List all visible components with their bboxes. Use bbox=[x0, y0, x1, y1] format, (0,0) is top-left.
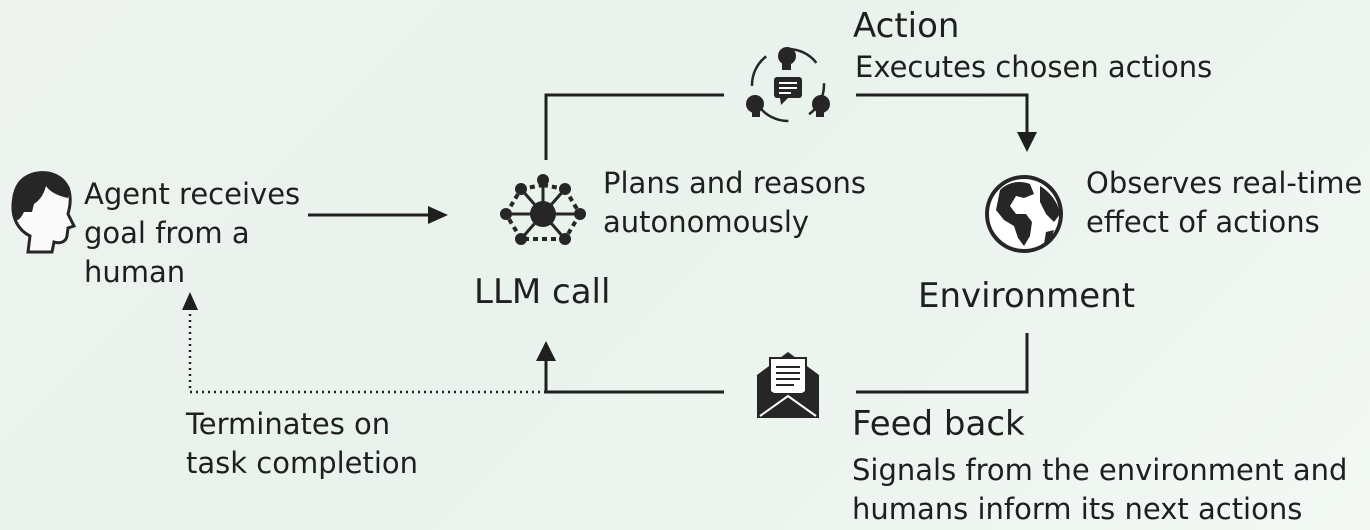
feedback-title: Feed back bbox=[852, 404, 1025, 444]
environment-to-feedback-connector bbox=[856, 333, 1029, 394]
open-envelope-icon bbox=[757, 352, 819, 418]
arrowhead-environment-input bbox=[1017, 132, 1037, 152]
termination-dotted-arrow bbox=[188, 310, 546, 394]
environment-label: Environment bbox=[918, 276, 1136, 316]
agent-goal-text: Agent receives goal from a human bbox=[84, 177, 301, 289]
arrowhead-llm-input bbox=[428, 206, 448, 224]
action-description: Executes chosen actions bbox=[855, 50, 1213, 84]
feedback-description: Signals from the environment and humans … bbox=[852, 453, 1348, 526]
feedback-to-llm-arrow bbox=[544, 360, 724, 394]
discussion-cycle-icon bbox=[746, 47, 830, 123]
environment-description: Observes real-time effect of actions bbox=[1086, 166, 1363, 239]
network-hub-icon bbox=[500, 174, 586, 245]
termination-text: Terminates on task completion bbox=[186, 407, 419, 480]
head-profile-icon bbox=[11, 171, 77, 254]
arrowhead-agent-termination bbox=[182, 292, 198, 310]
llm-to-action-connector bbox=[544, 93, 724, 160]
globe-icon bbox=[985, 175, 1063, 253]
llm-call-label: LLM call bbox=[474, 272, 611, 312]
action-title: Action bbox=[853, 6, 960, 46]
llm-description: Plans and reasons autonomously bbox=[603, 166, 867, 239]
arrowhead-llm-feedback bbox=[536, 341, 556, 361]
action-to-environment-arrow bbox=[856, 93, 1029, 133]
